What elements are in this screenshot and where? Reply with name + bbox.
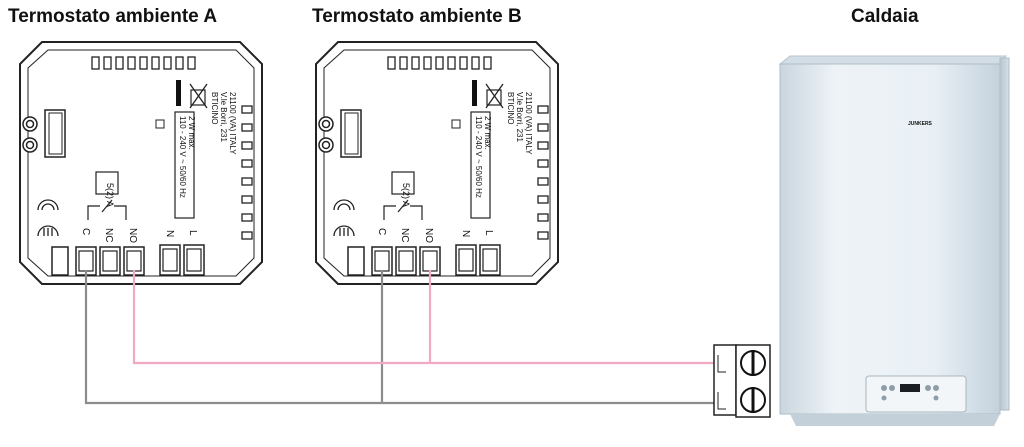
thermostat-b: 5(2) A C NC NO N L 110 - 240 V ~ 50/60 H… (315, 41, 559, 285)
terminal-label-c-a: C (80, 228, 91, 235)
manufacturer-line-1-b: BTICINO (506, 92, 515, 124)
spec-line-2-b: 2 W max. (483, 116, 492, 150)
terminal-label-no-b: NO (423, 228, 434, 243)
boiler-control-panel (865, 375, 967, 413)
rating-label-a: 5(2) A (105, 183, 115, 207)
spec-line-1-a: 110 - 240 V ~ 50/60 Hz (178, 116, 187, 198)
terminal-label-n-b: N (460, 230, 471, 237)
spec-line-1-b: 110 - 240 V ~ 50/60 Hz (474, 116, 483, 198)
terminal-label-c-b: C (376, 228, 387, 235)
manufacturer-line-3-a: 21100 (VA) ITALY (228, 92, 237, 155)
terminal-label-l-a: L (187, 230, 198, 236)
boiler-terminal-block (713, 344, 771, 418)
wire-c-common (84, 270, 736, 405)
manufacturer-line-3-b: 21100 (VA) ITALY (524, 92, 533, 155)
terminal-label-n-a: N (164, 230, 175, 237)
terminal-label-nc-a: NC (103, 228, 114, 242)
terminal-label-nc-b: NC (399, 228, 410, 242)
spec-line-2-a: 2 W max. (187, 116, 196, 150)
manufacturer-line-2-b: V.le Borri, 231 (515, 92, 524, 143)
boiler-brand-logo: JUNKERS (908, 121, 933, 127)
boiler-title: Caldaia (851, 6, 919, 27)
wire-no-common (132, 270, 736, 365)
rating-label-b: 5(2) A (401, 183, 411, 207)
manufacturer-line-2-a: V.le Borri, 231 (219, 92, 228, 143)
terminal-label-l-b: L (483, 230, 494, 236)
boiler: JUNKERS (778, 55, 1010, 426)
boiler-display (900, 384, 920, 392)
terminal-label-no-a: NO (127, 228, 138, 243)
manufacturer-line-1-a: BTICINO (210, 92, 219, 124)
thermostat-a-title: Termostato ambiente A (8, 6, 218, 27)
thermostat-a: 5(2) A C NC NO N L 110 - 240 V ~ 50/60 H… (19, 41, 263, 285)
thermostat-b-title: Termostato ambiente B (312, 6, 522, 27)
